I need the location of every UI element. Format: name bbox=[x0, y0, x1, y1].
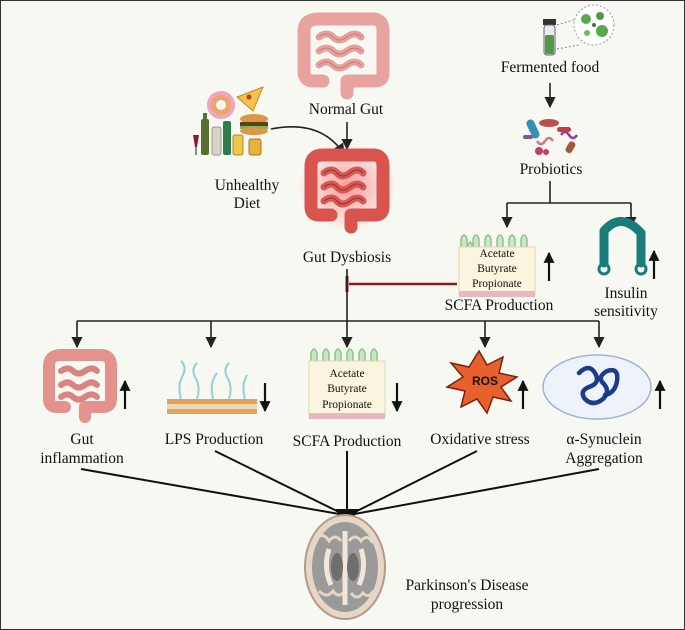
insulin-label-line2: sensitivity bbox=[594, 303, 658, 320]
scfa-top-butyrate: Butyrate bbox=[477, 263, 517, 275]
scfa-box-top bbox=[458, 234, 536, 297]
scfa-production-bottom-label: SCFA Production bbox=[292, 433, 402, 450]
ros-burst-icon bbox=[445, 349, 519, 415]
scfa-bottom-butyrate: Butyrate bbox=[327, 383, 367, 395]
pd-progression-label-line1: Parkinson's Disease bbox=[405, 577, 529, 594]
dysbiosis-gut-icon bbox=[297, 143, 397, 234]
fermented-food-label: Fermented food bbox=[500, 59, 600, 76]
normal-gut-label: Normal Gut bbox=[308, 101, 384, 118]
scfa-box-bottom bbox=[308, 348, 386, 419]
dysbiosis-distribution-line bbox=[77, 269, 599, 322]
scfa-top-acetate: Acetate bbox=[479, 248, 515, 260]
probiotics-split-connector bbox=[506, 181, 632, 227]
pd-progression-label-line2: progression bbox=[430, 596, 504, 613]
probiotics-icon bbox=[523, 119, 579, 155]
synuclein-label-line2: Aggregation bbox=[565, 450, 643, 467]
scfa-bottom-propionate: Propionate bbox=[322, 399, 372, 411]
lps-production-label: LPS Production bbox=[164, 431, 264, 448]
synuclein-icon bbox=[542, 354, 652, 420]
scfa-production-top-label: SCFA Production bbox=[444, 297, 554, 314]
insulin-icon bbox=[597, 217, 648, 276]
scfa-top-propionate: Propionate bbox=[472, 278, 522, 290]
junk-food-icon bbox=[193, 86, 268, 156]
gut-inflammation-label-line1: Gut bbox=[70, 431, 94, 448]
normal-gut-icon bbox=[297, 12, 390, 100]
fermented-food-icon bbox=[543, 4, 615, 56]
probiotics-label: Probiotics bbox=[519, 161, 583, 178]
lps-membrane-icon bbox=[167, 360, 257, 414]
gut-dysbiosis-label: Gut Dysbiosis bbox=[302, 249, 392, 266]
gut-inflammation-label-line2: inflammation bbox=[40, 450, 124, 467]
synuclein-label-line1: α-Synuclein bbox=[566, 431, 642, 448]
unhealthy-diet-label-line1: Unhealthy bbox=[214, 177, 280, 194]
oxidative-stress-label: Oxidative stress bbox=[430, 431, 530, 448]
unhealthy-diet-label-line2: Diet bbox=[233, 195, 261, 212]
insulin-label-line1: Insulin bbox=[604, 285, 648, 302]
converging-lines bbox=[80, 450, 600, 516]
ros-label: ROS bbox=[471, 374, 498, 388]
gut-inflammation-icon bbox=[43, 349, 117, 423]
brain-icon bbox=[304, 514, 386, 620]
scfa-bottom-acetate: Acetate bbox=[329, 368, 365, 380]
